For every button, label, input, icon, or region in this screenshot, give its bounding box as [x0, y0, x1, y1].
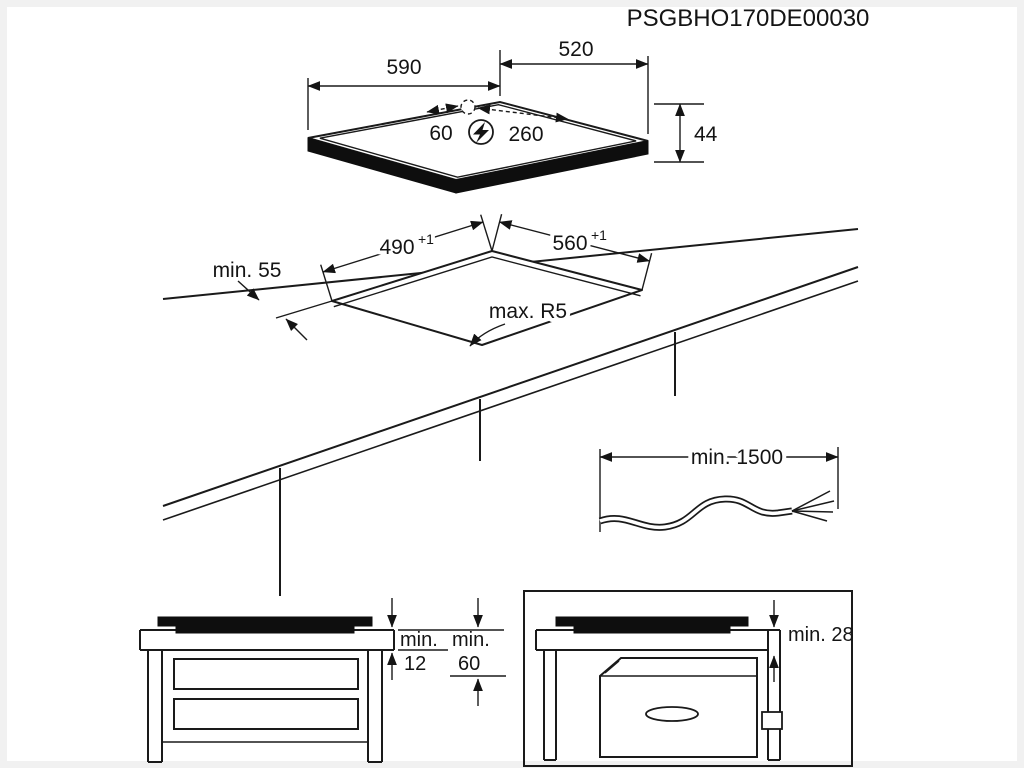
- cutout-width-dimension: 490 +1: [320, 214, 493, 302]
- corner-radius-dimension: max. R5: [469, 296, 571, 347]
- hob-body: [307, 100, 649, 194]
- cutout-width-tolerance: +1: [418, 231, 434, 247]
- cutout-depth-tolerance: +1: [591, 227, 607, 243]
- oven-view-frame: [523, 590, 853, 767]
- cable-view: min. 1500: [598, 442, 839, 532]
- hob-width-label: 590: [386, 56, 421, 79]
- cable-wire-strands: [791, 490, 835, 522]
- panel-latch: [761, 711, 783, 730]
- hob-height-label: 44: [694, 123, 718, 146]
- connection-offset-right-label: 260: [508, 123, 543, 146]
- drawer-gap-dimension: min. 60: [450, 598, 506, 706]
- product-code: PSGBHO170DE00030: [627, 5, 870, 32]
- hob-profile-oven: [555, 616, 749, 627]
- base-cabinet-view: min. 12 min. 60: [139, 598, 506, 763]
- oven: [599, 657, 783, 758]
- hob-depth-label: 520: [558, 38, 593, 61]
- hob-profile: [157, 616, 373, 627]
- oven-clearance-label: min. 28: [788, 624, 854, 646]
- drawer-top: [173, 658, 359, 690]
- drawer-bottom: [173, 698, 359, 730]
- drawer-gap-min-label: min.: [452, 629, 490, 651]
- hob-top-view: 590 520 44 60 260: [307, 38, 718, 194]
- edge-distance-dimension: min. 55: [213, 259, 333, 341]
- worktop-thickness-dimension: min. 12: [387, 598, 504, 680]
- cutout-opening: [331, 250, 643, 346]
- cable-length-label: min. 1500: [691, 446, 783, 469]
- oven-handle: [645, 706, 699, 722]
- hob-height-dimension: 44: [654, 103, 718, 163]
- hob-depth-dimension: 520: [499, 38, 649, 69]
- oven-clearance-dimension: min. 28: [769, 600, 854, 682]
- cutout-depth-label: 560: [552, 232, 587, 255]
- corner-radius-label: max. R5: [489, 300, 567, 323]
- worktop-thickness-value: 12: [404, 653, 426, 675]
- power-cable: [598, 490, 835, 531]
- worktop-cutout-view: 490 +1 560 +1 min. 55 max. R5: [162, 214, 859, 596]
- worktop-thickness-edge: [162, 280, 859, 521]
- edge-distance-label: min. 55: [213, 259, 282, 282]
- connection-point-marker: [460, 99, 476, 115]
- worktop-front-edge: [162, 266, 859, 507]
- oven-cabinet-view: min. 28: [523, 590, 854, 767]
- power-connection-icon: [468, 119, 494, 145]
- cutout-width-label: 490: [379, 236, 414, 259]
- connection-offset-left-label: 60: [429, 122, 452, 145]
- worktop-min-label: min.: [400, 629, 438, 651]
- drawer-gap-value: 60: [458, 653, 480, 675]
- power-connection-dimensions: 60 260: [426, 99, 569, 146]
- hob-width-dimension: 590: [307, 56, 501, 91]
- lightning-bolt-icon: [473, 122, 489, 143]
